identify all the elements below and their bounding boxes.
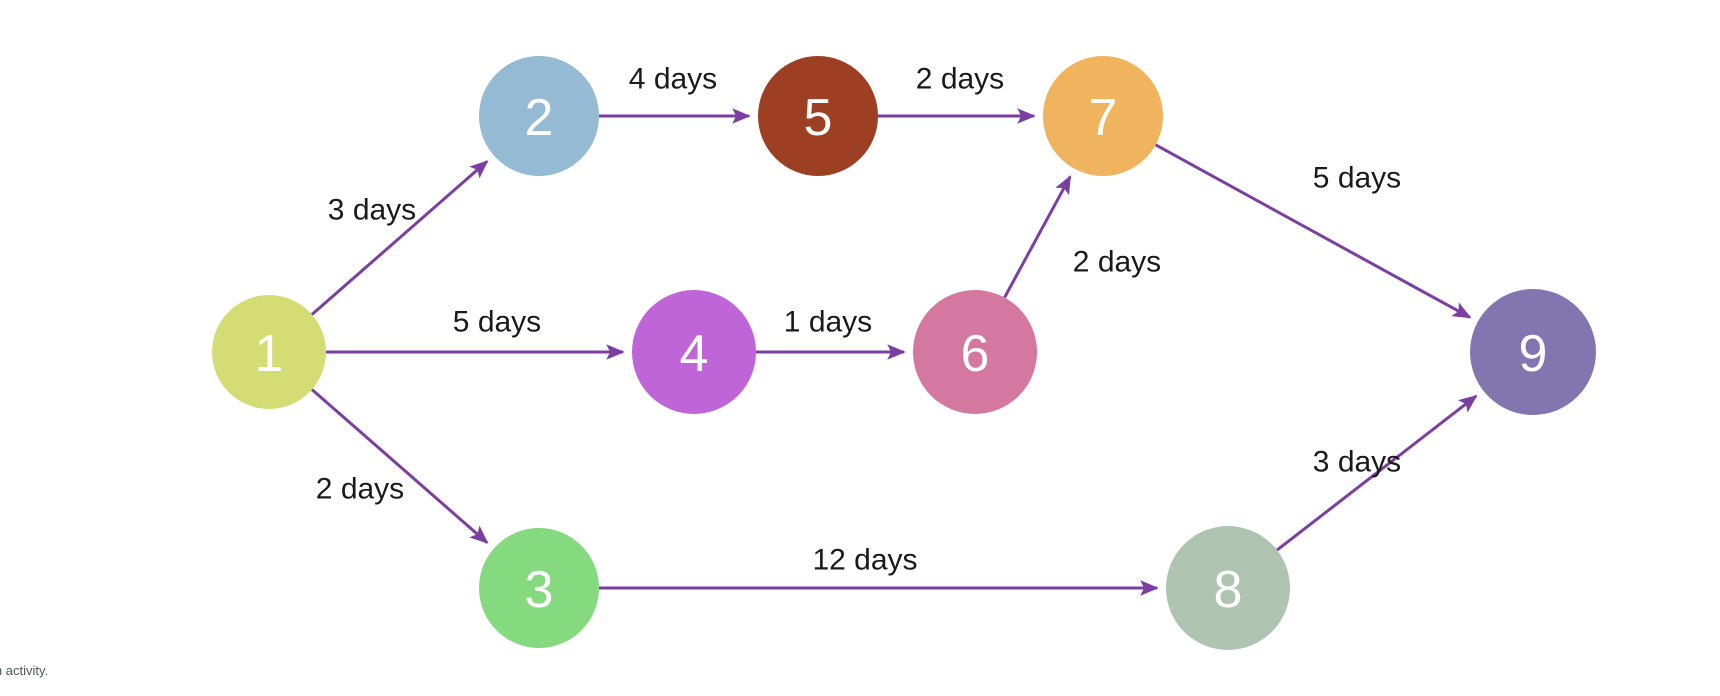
node-circle-2[interactable] — [479, 56, 599, 176]
node-circle-8[interactable] — [1166, 526, 1290, 650]
node-6[interactable]: 6 — [913, 290, 1037, 414]
edge-labels-layer: 3 days 5 days 2 days 4 days 2 days 1 days 2 da… — [316, 63, 1401, 577]
edge-label-4-to-6: 1 days — [784, 306, 872, 339]
edge-6-to-7 — [1003, 175, 1072, 299]
node-2[interactable]: 2 — [479, 56, 599, 176]
node-8[interactable]: 8 — [1166, 526, 1290, 650]
node-circle-1[interactable] — [212, 295, 326, 409]
node-circle-9[interactable] — [1470, 289, 1596, 415]
edge-1-to-2 — [310, 160, 489, 316]
edge-label-1-to-4: 5 days — [453, 306, 541, 339]
edge-label-5-to-7: 2 days — [916, 63, 1004, 96]
edges-layer — [310, 108, 1478, 596]
edge-7-to-9 — [1154, 143, 1472, 319]
edge-label-3-to-8: 12 days — [812, 544, 917, 577]
footnote-text: r each activity. — [0, 663, 49, 678]
node-7[interactable]: 7 — [1043, 56, 1163, 176]
node-4[interactable]: 4 — [632, 290, 756, 414]
edge-label-6-to-7: 2 days — [1073, 246, 1161, 279]
node-9[interactable]: 9 — [1470, 289, 1596, 415]
edge-1-to-3 — [310, 388, 489, 544]
node-circle-3[interactable] — [479, 528, 599, 648]
node-circle-6[interactable] — [913, 290, 1037, 414]
edge-label-8-to-9: 3 days — [1313, 446, 1401, 479]
node-circle-7[interactable] — [1043, 56, 1163, 176]
node-circle-5[interactable] — [758, 56, 878, 176]
node-3[interactable]: 3 — [479, 528, 599, 648]
node-5[interactable]: 5 — [758, 56, 878, 176]
edge-label-1-to-2: 3 days — [328, 194, 416, 227]
edge-label-7-to-9: 5 days — [1313, 162, 1401, 195]
edge-label-2-to-5: 4 days — [629, 63, 717, 96]
edge-label-1-to-3: 2 days — [316, 473, 404, 506]
node-1[interactable]: 1 — [212, 295, 326, 409]
edge-8-to-9 — [1276, 394, 1478, 552]
node-circle-4[interactable] — [632, 290, 756, 414]
